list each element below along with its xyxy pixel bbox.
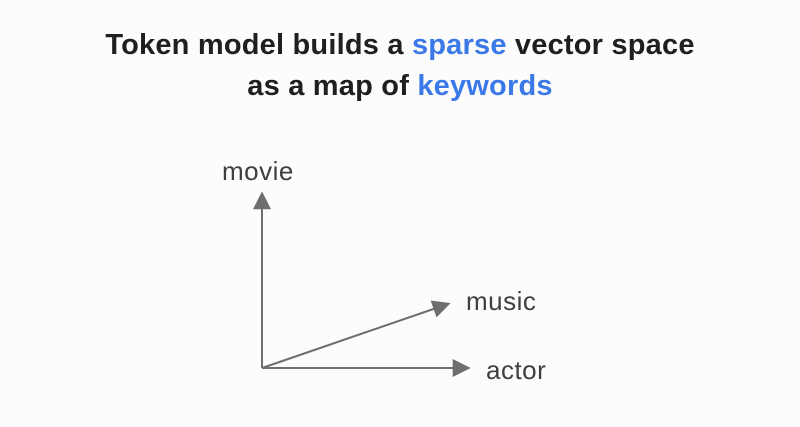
- title-text: Token model builds a: [105, 29, 412, 61]
- title-highlight-sparse: sparse: [411, 29, 507, 61]
- title-line-1: Token model builds a sparse vector space: [0, 25, 800, 66]
- title-text: vector space: [506, 29, 695, 61]
- axis-label-music: music: [466, 286, 537, 316]
- axis-label-actor: actor: [486, 355, 547, 385]
- title-line-2: as a map of keywords: [0, 66, 800, 107]
- axis-label-movie: movie: [222, 156, 294, 186]
- slide-title: Token model builds a sparse vector space…: [0, 25, 800, 107]
- title-highlight-keywords: keywords: [417, 70, 553, 102]
- music-vector-arrow: [261, 300, 451, 369]
- title-text: as a map of: [247, 70, 418, 102]
